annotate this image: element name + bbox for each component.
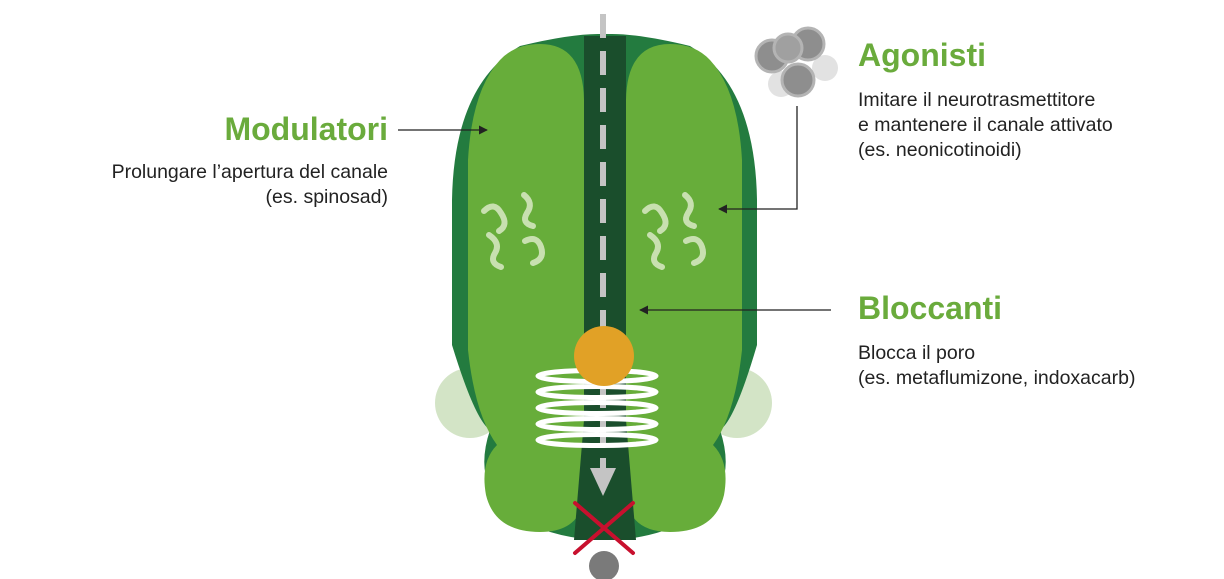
agonisti-line: (es. neonicotinoidi)	[858, 138, 1113, 163]
modulatori-line: Prolungare l’apertura del canale	[112, 160, 388, 185]
bloccanti-heading: Bloccanti	[858, 290, 1002, 326]
bloccanti-line: Blocca il poro	[858, 341, 1135, 366]
agonisti-line: Imitare il neurotrasmettitore	[858, 88, 1113, 113]
modulatori-description: Prolungare l’apertura del canale (es. sp…	[112, 160, 388, 210]
modulatori-line: (es. spinosad)	[112, 185, 388, 210]
agonisti-heading: Agonisti	[858, 37, 986, 73]
agonisti-line: e mantenere il canale attivato	[858, 113, 1113, 138]
bloccanti-line: (es. metaflumizone, indoxacarb)	[858, 366, 1135, 391]
ion-icon	[574, 326, 634, 386]
bloccanti-description: Blocca il poro (es. metaflumizone, indox…	[858, 341, 1135, 391]
modulatori-heading: Modulatori	[224, 111, 388, 147]
agonisti-description: Imitare il neurotrasmettitore e mantener…	[858, 88, 1113, 163]
blocked-particle-icon	[589, 551, 619, 579]
agonist-molecule-icon	[756, 28, 838, 97]
